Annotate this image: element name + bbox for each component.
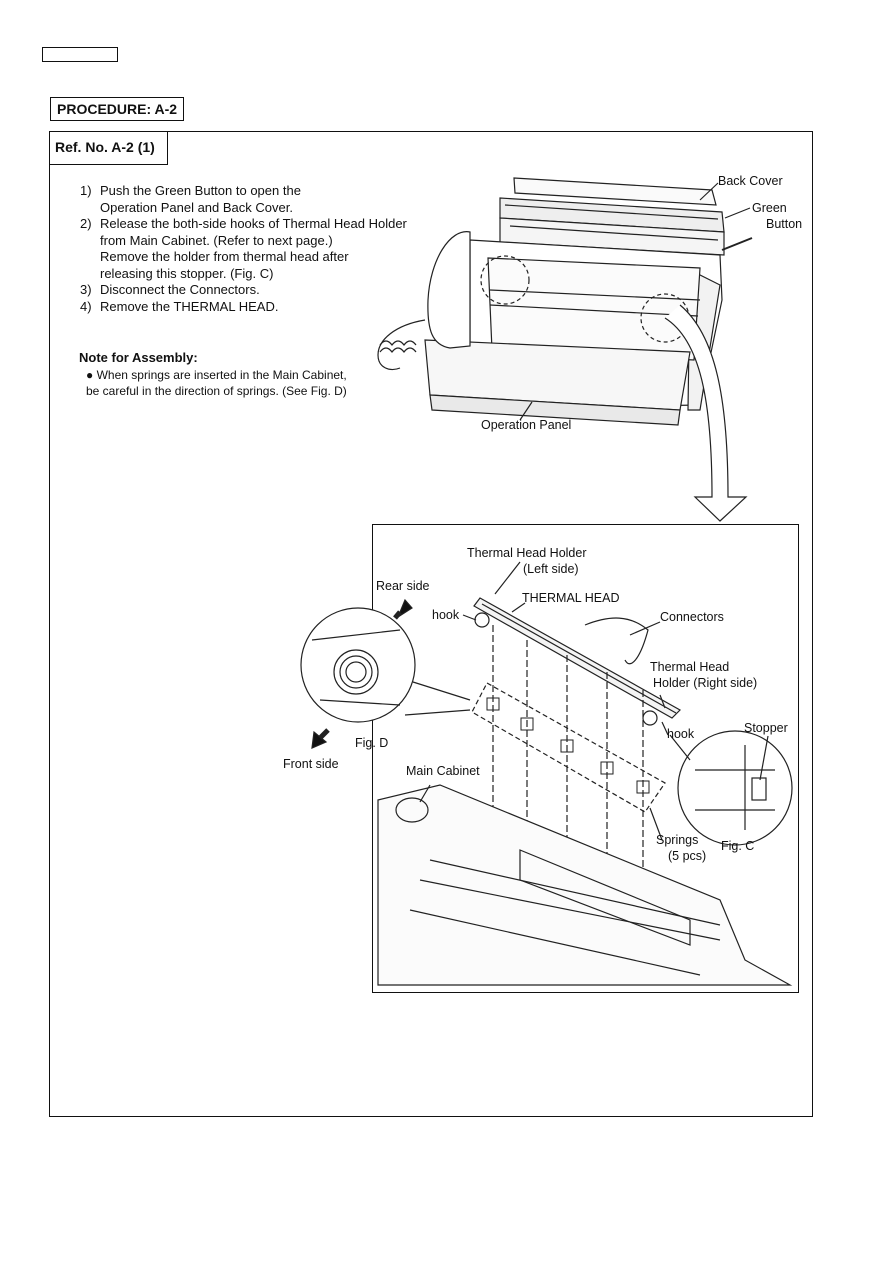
label-fig-c: Fig. C (721, 839, 755, 853)
label-holder-right-1: Thermal Head (650, 660, 730, 674)
step-list: 1)Push the Green Button to open the Oper… (80, 183, 407, 315)
label-back-cover: Back Cover (718, 174, 783, 188)
label-button: Button (766, 217, 803, 231)
step-4: 4)Remove the THERMAL HEAD. (80, 298, 279, 314)
label-springs-count: (5 pcs) (668, 849, 707, 863)
label-front-side: Front side (283, 757, 339, 771)
label-holder-right-2: Holder (Right side) (653, 676, 758, 690)
label-holder-left-2: (Left side) (523, 562, 579, 576)
header-tag-box (42, 47, 118, 62)
label-thermal-head: THERMAL HEAD (522, 591, 620, 605)
step-3: 3)Disconnect the Connectors. (80, 282, 260, 297)
label-fig-d: Fig. D (355, 736, 389, 750)
ref-number: Ref. No. A-2 (1) (49, 131, 168, 165)
label-stopper: Stopper (744, 721, 788, 735)
label-connectors: Connectors (660, 610, 724, 624)
procedure-frame (49, 131, 813, 1117)
label-green: Green (752, 201, 787, 215)
label-hook-left: hook (432, 608, 460, 622)
label-rear-side: Rear side (376, 579, 430, 593)
label-springs: Springs (656, 833, 699, 847)
step-2: 2)Release the both-side hooks of Thermal… (80, 216, 407, 281)
procedure-title: PROCEDURE: A-2 (50, 97, 185, 121)
label-main-cabinet: Main Cabinet (406, 764, 480, 778)
label-hook-right: hook (667, 727, 695, 741)
label-operation-panel: Operation Panel (481, 418, 572, 432)
note-heading: Note for Assembly: (79, 350, 198, 365)
exploded-view-box (372, 524, 799, 993)
label-holder-left-1: Thermal Head Holder (467, 546, 587, 560)
note-body: ● When springs are inserted in the Main … (86, 368, 347, 398)
step-1: 1)Push the Green Button to open the Oper… (80, 183, 301, 215)
